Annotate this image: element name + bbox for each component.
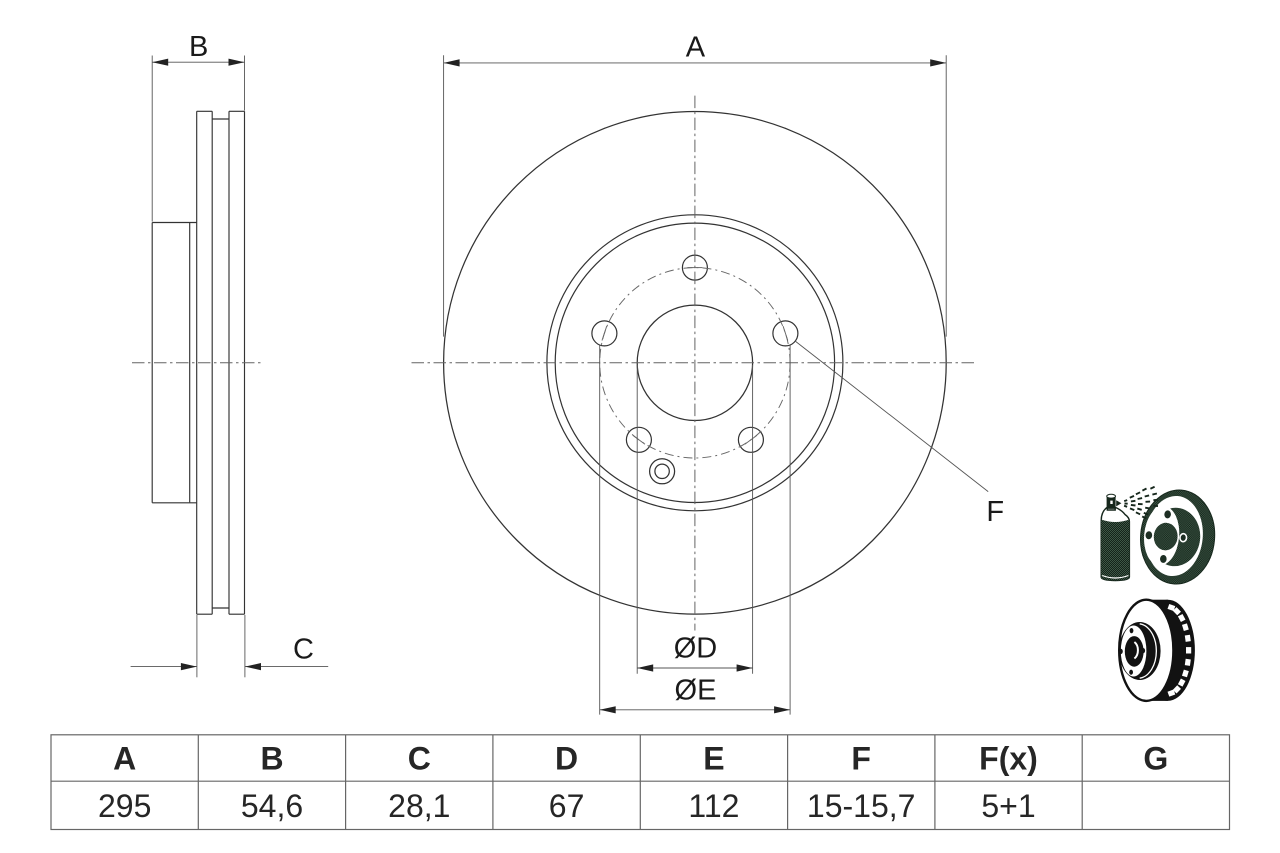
svg-text:5+1: 5+1 [981, 788, 1035, 824]
svg-text:F: F [851, 741, 871, 777]
svg-text:ØE: ØE [675, 674, 717, 706]
svg-text:112: 112 [688, 788, 739, 824]
svg-text:A: A [113, 741, 136, 777]
svg-text:G: G [1143, 741, 1168, 777]
svg-text:67: 67 [549, 788, 585, 824]
svg-text:ØD: ØD [674, 633, 718, 665]
svg-text:C: C [408, 741, 431, 777]
svg-text:B: B [260, 741, 283, 777]
svg-text:295: 295 [98, 788, 151, 824]
svg-text:C: C [293, 634, 314, 666]
svg-text:F: F [986, 496, 1004, 528]
svg-text:B: B [189, 31, 208, 63]
svg-text:A: A [686, 32, 706, 64]
svg-text:F(x): F(x) [979, 741, 1038, 777]
svg-text:E: E [703, 741, 724, 777]
svg-text:28,1: 28,1 [388, 788, 450, 824]
svg-text:54,6: 54,6 [241, 788, 303, 824]
svg-text:D: D [555, 741, 578, 777]
svg-text:15-15,7: 15-15,7 [807, 788, 916, 824]
